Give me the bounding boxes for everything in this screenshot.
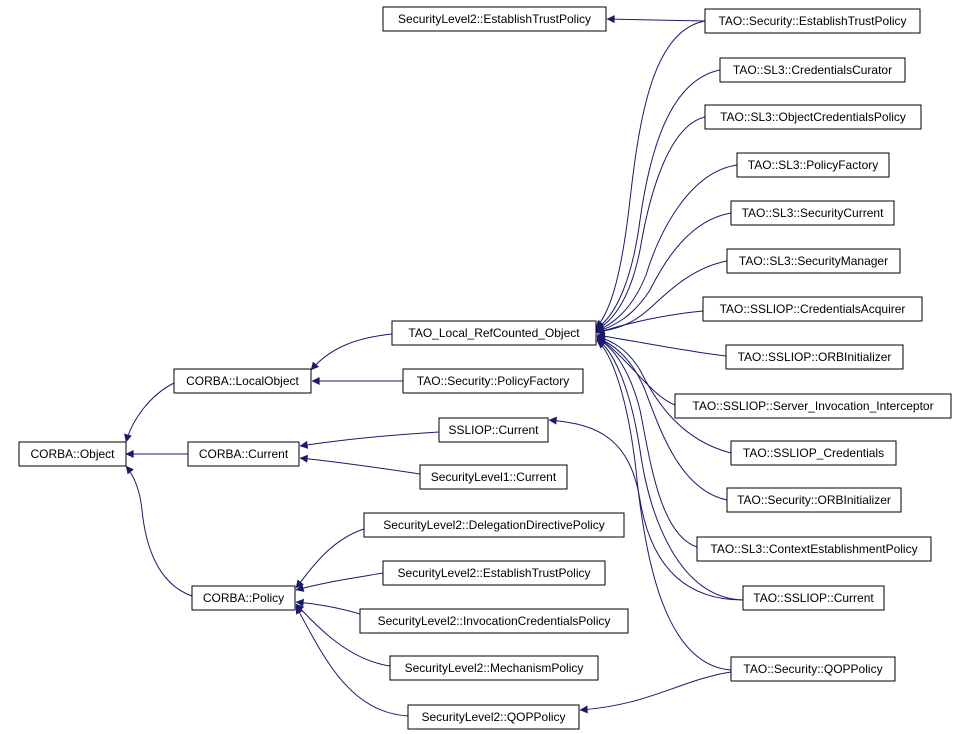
- node-tao-ssliop-credentials[interactable]: TAO::SSLIOP_Credentials: [730, 440, 897, 466]
- edge-sl3policyfactory-to-taolocal: [595, 164, 738, 333]
- node-label: CORBA::Current: [199, 447, 289, 461]
- node-label: TAO::SL3::PolicyFactory: [748, 158, 878, 172]
- node-sl2-delegationdirectivepolicy[interactable]: SecurityLevel2::DelegationDirectivePolic…: [363, 512, 625, 538]
- edge-delegation-to-policy: [295, 528, 365, 589]
- edge-invocationcred-to-policy: [295, 598, 361, 615]
- node-label: TAO::SL3::ObjectCredentialsPolicy: [720, 110, 906, 124]
- edge-ssliop-orbinit-to-taolocal: [596, 332, 727, 357]
- node-label: TAO::SL3::ContextEstablishmentPolicy: [710, 542, 917, 556]
- node-tao-security-orbinitializer[interactable]: TAO::Security::ORBInitializer: [726, 487, 902, 513]
- node-corba-object[interactable]: CORBA::Object: [18, 441, 127, 467]
- node-label: SecurityLevel2::QOPPolicy: [421, 710, 565, 724]
- node-sl2-mechanismpolicy[interactable]: SecurityLevel2::MechanismPolicy: [389, 655, 599, 681]
- node-label: SecurityLevel2::EstablishTrustPolicy: [398, 12, 591, 26]
- node-label: SecurityLevel2::EstablishTrustPolicy: [398, 566, 591, 580]
- edge-credacquirer-to-taolocal: [596, 310, 704, 335]
- node-label: TAO::SL3::SecurityManager: [739, 254, 888, 268]
- node-label: SSLIOP::Current: [448, 423, 539, 437]
- node-tao-security-establishtrustpolicy[interactable]: TAO::Security::EstablishTrustPolicy: [704, 8, 921, 34]
- edge-sl1current-to-current: [299, 454, 421, 475]
- edge-objcredpolicy-to-taolocal: [595, 116, 706, 331]
- edges: [124, 15, 744, 717]
- node-tao-sl3-policyfactory[interactable]: TAO::SL3::PolicyFactory: [736, 152, 890, 178]
- node-tao-ssliop-server-invocation-interceptor[interactable]: TAO::SSLIOP::Server_Invocation_Intercept…: [674, 393, 952, 419]
- node-label: SecurityLevel1::Current: [431, 470, 557, 484]
- node-securitylevel1-current[interactable]: SecurityLevel1::Current: [419, 464, 568, 490]
- node-tao-security-qoppolicy[interactable]: TAO::Security::QOPPolicy: [730, 656, 896, 682]
- node-label: TAO::SL3::CredentialsCurator: [733, 63, 892, 77]
- edge-sl3securitymanager-to-taolocal: [595, 260, 728, 336]
- node-tao-ssliop-orbinitializer[interactable]: TAO::SSLIOP::ORBInitializer: [725, 344, 904, 370]
- node-sl2-establishtrustpolicy[interactable]: SecurityLevel2::EstablishTrustPolicy: [382, 560, 606, 586]
- edge-sl2establish-to-policy: [295, 572, 384, 592]
- node-tao-sl3-securitymanager[interactable]: TAO::SL3::SecurityManager: [726, 248, 901, 274]
- node-tao-sl3-securitycurrent[interactable]: TAO::SL3::SecurityCurrent: [730, 200, 895, 226]
- edge-mechanism-to-policy: [295, 603, 391, 667]
- node-label: CORBA::LocalObject: [186, 374, 299, 388]
- node-tao-ssliop-credentialsacquirer[interactable]: TAO::SSLIOP::CredentialsAcquirer: [702, 296, 923, 322]
- node-label: TAO::SSLIOP::Server_Invocation_Intercept…: [692, 399, 933, 413]
- node-label: TAO::Security::EstablishTrustPolicy: [718, 14, 906, 28]
- node-label: TAO_Local_RefCounted_Object: [408, 326, 580, 340]
- node-label: TAO::Security::ORBInitializer: [737, 493, 891, 507]
- node-label: SecurityLevel2::InvocationCredentialsPol…: [378, 614, 611, 628]
- node-tao-security-policyfactory[interactable]: TAO::Security::PolicyFactory: [402, 368, 584, 394]
- edge-sl3securitycurrent-to-taolocal: [595, 212, 732, 334]
- node-sl2-establishtrustpolicy-top[interactable]: SecurityLevel2::EstablishTrustPolicy: [382, 6, 607, 32]
- node-sl2-qoppolicy[interactable]: SecurityLevel2::QOPPolicy: [407, 704, 580, 730]
- node-label: CORBA::Policy: [203, 591, 284, 605]
- node-corba-policy[interactable]: CORBA::Policy: [191, 585, 296, 611]
- node-tao-sl3-contextestablishmentpolicy[interactable]: TAO::SL3::ContextEstablishmentPolicy: [696, 536, 932, 562]
- edge-taoestablish-to-taolocal: [595, 20, 706, 329]
- edge-qoppolicy-to-sl2qop: [579, 671, 732, 714]
- edge-taossliopcurrent-to-taolocal: [596, 339, 744, 601]
- edge-ssliopcred-to-taolocal: [596, 334, 732, 454]
- node-tao-sl3-objectcredentialspolicy[interactable]: TAO::SL3::ObjectCredentialsPolicy: [704, 104, 922, 130]
- node-label: TAO::Security::PolicyFactory: [417, 374, 569, 388]
- node-label: TAO::SSLIOP_Credentials: [743, 446, 884, 460]
- edge-sl2qop-to-policy: [295, 605, 409, 717]
- edge-localobject-to-object: [124, 382, 175, 443]
- edge-serverinterceptor-to-taolocal: [596, 335, 676, 406]
- node-tao-local-refcounted-object[interactable]: TAO_Local_RefCounted_Object: [391, 320, 597, 346]
- node-label: TAO::SL3::SecurityCurrent: [742, 206, 884, 220]
- node-label: SecurityLevel2::MechanismPolicy: [405, 661, 584, 675]
- nodes: CORBA::Object CORBA::LocalObject CORBA::…: [18, 6, 952, 730]
- edge-contextestablish-to-taolocal: [596, 338, 698, 548]
- node-label: TAO::SSLIOP::ORBInitializer: [738, 350, 892, 364]
- node-ssliop-current[interactable]: SSLIOP::Current: [438, 417, 549, 443]
- node-corba-localobject[interactable]: CORBA::LocalObject: [173, 368, 312, 394]
- edge-credcurator-to-taolocal: [595, 69, 721, 330]
- node-label: TAO::Security::QOPPolicy: [743, 662, 882, 676]
- edge-taoestablish-to-sl2establish: [606, 15, 706, 24]
- edge-taossliopcurrent-to-ssliopcurrent: [548, 416, 744, 601]
- node-label: CORBA::Object: [30, 447, 115, 461]
- node-label: TAO::SSLIOP::CredentialsAcquirer: [720, 302, 906, 316]
- node-corba-current[interactable]: CORBA::Current: [187, 441, 300, 467]
- node-label: SecurityLevel2::DelegationDirectivePolic…: [383, 518, 604, 532]
- node-label: TAO::SSLIOP::Current: [753, 591, 874, 605]
- edge-securityorbinit-to-taolocal: [596, 336, 728, 501]
- edge-policy-to-object: [125, 465, 193, 597]
- node-tao-sl3-credentialscurator[interactable]: TAO::SL3::CredentialsCurator: [719, 57, 906, 83]
- node-tao-ssliop-current[interactable]: TAO::SSLIOP::Current: [742, 585, 885, 611]
- edge-ssliopcurrent-to-current: [299, 431, 440, 449]
- node-sl2-invocationcredentialspolicy[interactable]: SecurityLevel2::InvocationCredentialsPol…: [359, 608, 629, 634]
- edge-taolocal-to-localobject: [310, 333, 393, 371]
